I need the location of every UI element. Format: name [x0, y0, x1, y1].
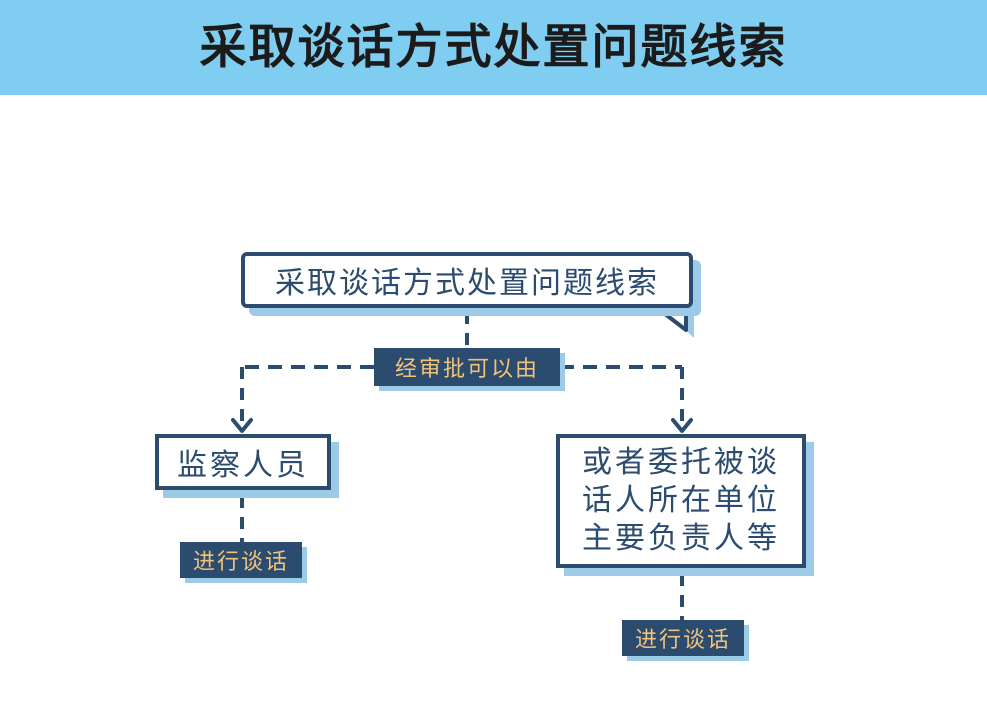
- page-title: 采取谈话方式处置问题线索: [199, 20, 788, 75]
- supervisor-box: 监察人员: [155, 434, 331, 490]
- left-action-tag: 进行谈话: [180, 542, 302, 578]
- header-banner: [0, 0, 987, 95]
- arrow-right-icon: [671, 418, 693, 433]
- arrow-left-icon: [231, 418, 253, 433]
- delegate-box: 或者委托被谈话人所在单位主要负责人等: [556, 434, 806, 568]
- approval-tag: 经审批可以由: [374, 348, 560, 386]
- right-action-tag: 进行谈话: [622, 620, 744, 656]
- main-topic-box: 采取谈话方式处置问题线索: [241, 252, 693, 308]
